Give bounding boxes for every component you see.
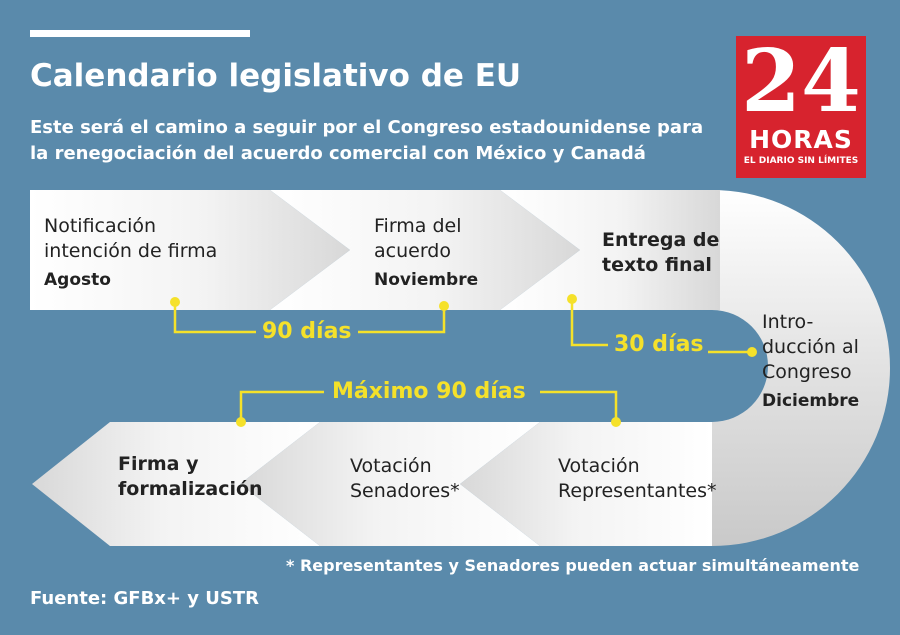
- duration-30-dias: 30 días: [614, 332, 704, 357]
- path-segment-6: [32, 422, 320, 546]
- footnote: * Representantes y Senadores pueden actu…: [286, 556, 860, 575]
- subtitle-line-1: Este será el camino a seguir por el Cong…: [30, 117, 704, 138]
- dot-noviembre: [439, 301, 449, 311]
- step-introduccion-month: Diciembre: [762, 391, 860, 411]
- step-firma-acuerdo-line1: Firma del: [374, 215, 462, 237]
- logo-number: 24: [741, 31, 861, 132]
- step-firma-formalizacion-line2: formalización: [118, 478, 263, 500]
- step-firma-acuerdo-line2: acuerdo: [374, 240, 451, 262]
- dot-firma-final: [236, 417, 246, 427]
- step-entrega-line1: Entrega de: [602, 229, 720, 251]
- milestone-dots: [170, 294, 757, 427]
- dot-diciembre: [747, 347, 757, 357]
- subtitle-line-2: la renegociación del acuerdo comercial c…: [30, 143, 646, 164]
- page-title: Calendario legislativo de EU: [30, 58, 522, 94]
- connector-90-dias-right: [358, 306, 446, 334]
- path-segment-4: [460, 422, 712, 546]
- duration-connectors: [173, 300, 752, 422]
- path-segment-5: [240, 422, 540, 546]
- logo-tagline: EL DIARIO SIN LÍMITES: [743, 156, 859, 166]
- step-entrega-line2: texto final: [602, 254, 712, 276]
- logo-word: HORAS: [749, 125, 853, 154]
- header-rule: [30, 30, 250, 37]
- step-introduccion-line1: Intro-: [762, 311, 814, 333]
- connector-30-dias: [570, 300, 608, 347]
- step-votacion-representantes-line2: Representantes*: [558, 480, 717, 502]
- step-firma-formalizacion-line1: Firma y: [118, 453, 199, 475]
- path-segment-3: [500, 190, 720, 310]
- duration-90-dias: 90 días: [262, 319, 352, 344]
- step-votacion-senadores-line2: Senadores*: [350, 480, 460, 502]
- step-notificacion-month: Agosto: [44, 270, 111, 290]
- dot-votacion-rep: [611, 417, 621, 427]
- connector-maximo-left: [239, 390, 324, 422]
- path-segment-2: [270, 190, 580, 310]
- step-introduccion-line2: ducción al: [762, 336, 859, 358]
- connector-90-dias: [173, 302, 256, 334]
- dot-agosto: [170, 297, 180, 307]
- duration-maximo-90-dias: Máximo 90 días: [332, 379, 526, 404]
- dot-entrega: [567, 294, 577, 304]
- step-notificacion-line1: Notificación: [44, 215, 157, 237]
- step-votacion-representantes-line1: Votación: [558, 455, 640, 477]
- step-notificacion-line2: intención de firma: [44, 240, 218, 262]
- brand-logo: 24 HORAS EL DIARIO SIN LÍMITES: [736, 36, 866, 178]
- path-segment-1: [30, 190, 350, 310]
- step-firma-acuerdo-month: Noviembre: [374, 270, 479, 290]
- path-bend: [712, 190, 890, 546]
- connector-maximo-right: [540, 390, 618, 422]
- source-credit: Fuente: GFBx+ y USTR: [30, 588, 259, 609]
- step-votacion-senadores-line1: Votación: [350, 455, 432, 477]
- step-introduccion-line3: Congreso: [762, 361, 852, 383]
